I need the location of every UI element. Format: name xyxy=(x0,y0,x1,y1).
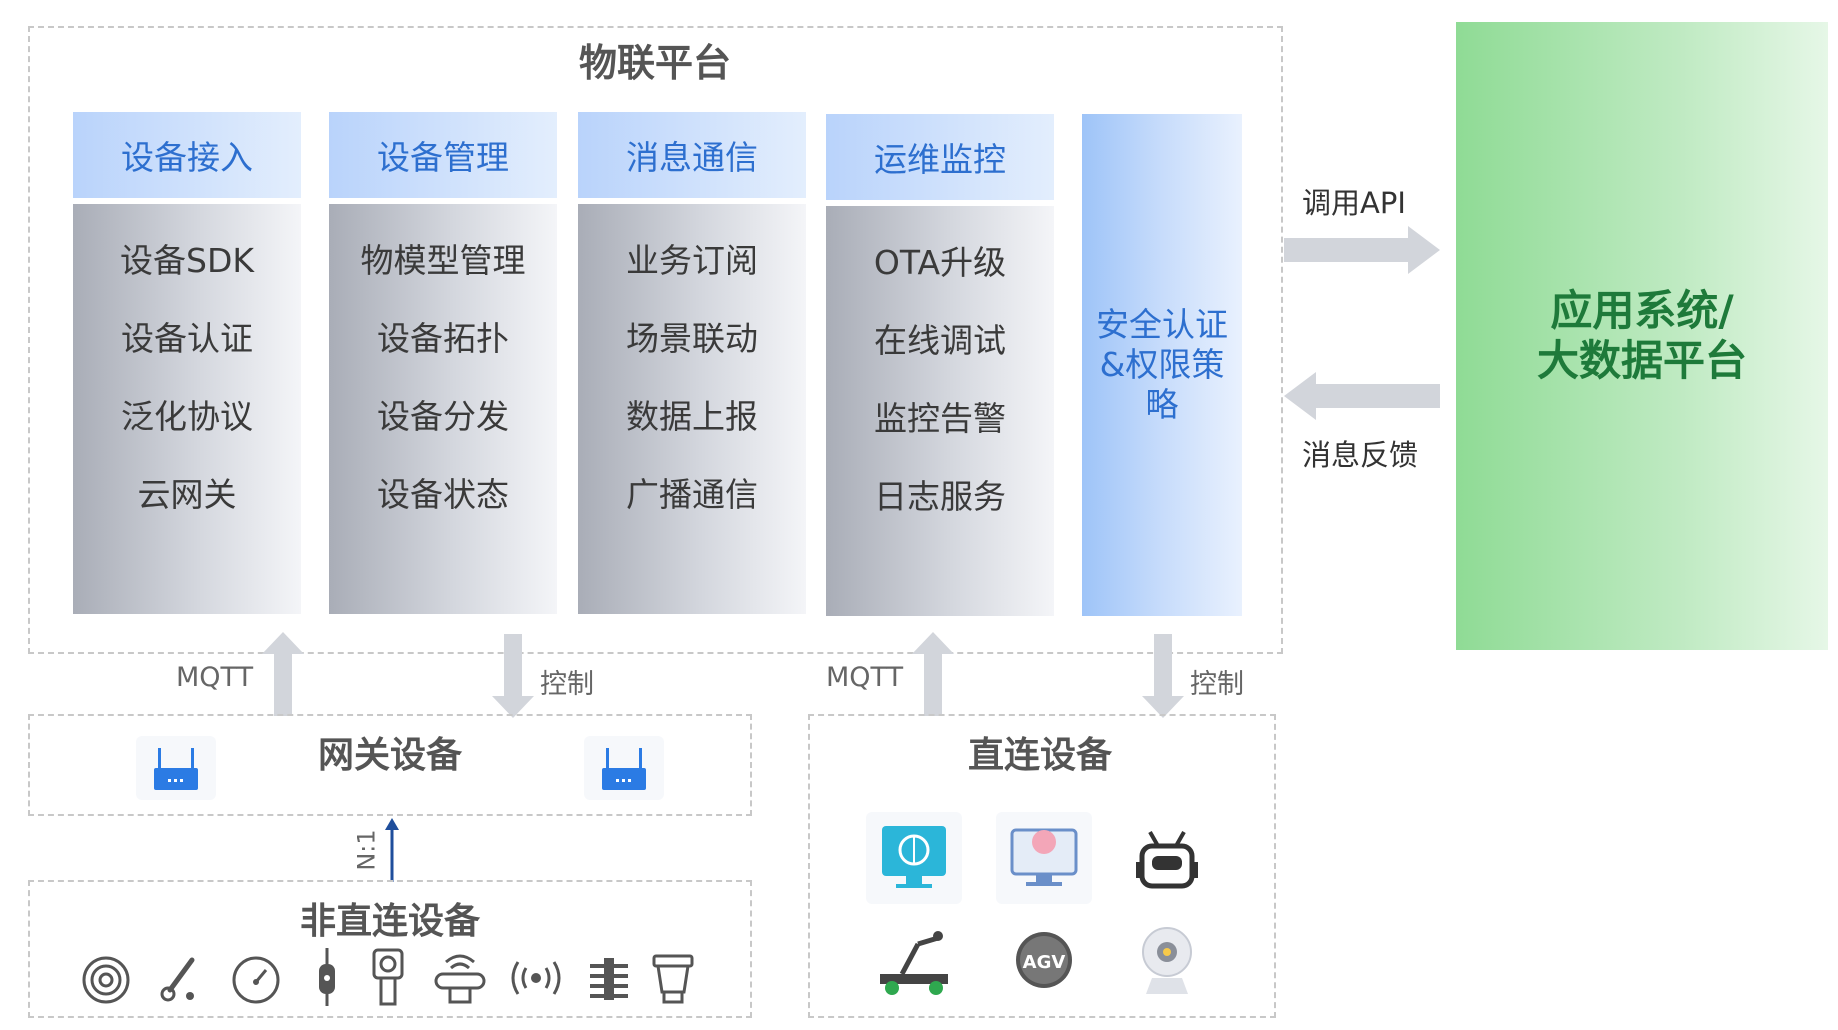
security-line-3: 略 xyxy=(1145,385,1179,424)
ai-brain-screen-icon xyxy=(866,812,962,904)
list-item: 广播通信 xyxy=(626,475,758,514)
down-arrow-icon xyxy=(492,634,534,718)
agv-icon: AGV xyxy=(996,918,1092,1002)
list-item: 日志服务 xyxy=(874,477,1006,516)
column-header-ops-monitoring: 运维监控 xyxy=(826,114,1054,200)
control-label-right: 控制 xyxy=(1190,669,1244,700)
security-line-1: 安全认证 xyxy=(1096,305,1228,344)
app-line-2: 大数据平台 xyxy=(1536,336,1747,385)
robot-head-icon xyxy=(1122,814,1212,904)
router-icon xyxy=(136,736,216,800)
list-item: 设备分发 xyxy=(377,397,509,436)
up-arrow-icon xyxy=(912,632,954,716)
iot-platform-container xyxy=(28,26,1283,654)
app-line-1: 应用系统/ xyxy=(1550,286,1734,335)
svg-text:AGV: AGV xyxy=(1023,952,1066,973)
call-api-label: 调用API xyxy=(1302,186,1406,220)
list-item: 业务订阅 xyxy=(626,241,758,280)
list-item: 监控告警 xyxy=(874,399,1006,438)
mqtt-label-left: MQTT xyxy=(176,662,254,693)
ai-monitor-icon xyxy=(996,812,1092,904)
gauge-icon xyxy=(232,956,280,1004)
router-icon xyxy=(584,736,664,800)
security-camera-icon xyxy=(1122,914,1212,1006)
list-item: 泛化协议 xyxy=(121,397,253,436)
list-item: 设备拓扑 xyxy=(377,319,509,358)
column-header-device-access: 设备接入 xyxy=(73,112,301,198)
direct-devices-box xyxy=(808,714,1276,1018)
list-item: 设备认证 xyxy=(121,319,253,358)
non-direct-devices-box xyxy=(28,880,752,1018)
gateway-devices-box xyxy=(28,714,752,816)
list-item: 数据上报 xyxy=(626,397,758,436)
list-item: 设备SDK xyxy=(120,241,254,280)
list-item: OTA升级 xyxy=(873,243,1007,282)
sensor-ring-icon xyxy=(82,956,130,1004)
list-item: 物模型管理 xyxy=(360,241,526,280)
list-item: 云网关 xyxy=(137,475,237,514)
column-body-messaging: 业务订阅 场景联动 数据上报 广播通信 xyxy=(578,204,806,614)
column-body-device-access: 设备SDK 设备认证 泛化协议 云网关 xyxy=(73,204,301,614)
down-arrow-icon xyxy=(1142,634,1184,718)
right-arrow-icon xyxy=(1284,226,1440,274)
non-direct-title: 非直连设备 xyxy=(299,901,480,942)
ratio-label: N:1 xyxy=(352,829,381,871)
left-arrow-icon xyxy=(1284,372,1440,420)
application-bigdata-panel: 应用系统/ 大数据平台 xyxy=(1456,22,1828,650)
up-thin-arrow-icon xyxy=(385,818,399,882)
security-line-2: &权限策 xyxy=(1099,345,1225,384)
column-header-messaging: 消息通信 xyxy=(578,112,806,198)
platform-title: 物联平台 xyxy=(578,41,731,85)
temperature-probe-icon xyxy=(160,957,195,1002)
heat-sink-icon xyxy=(590,958,628,1000)
control-label-left: 控制 xyxy=(540,669,594,700)
wireless-device-icon xyxy=(434,954,486,1004)
gas-detector-icon xyxy=(372,948,404,1006)
list-item: 场景联动 xyxy=(626,319,758,358)
broadcast-icon xyxy=(511,961,561,995)
mqtt-label-right: MQTT xyxy=(826,662,904,693)
up-arrow-icon xyxy=(262,632,304,716)
gateway-title: 网关设备 xyxy=(317,735,462,776)
list-item: 设备状态 xyxy=(377,475,509,514)
robotic-arm-vehicle-icon xyxy=(866,918,962,1002)
column-header-device-management: 设备管理 xyxy=(329,112,557,198)
column-body-ops-monitoring: OTA升级 在线调试 监控告警 日志服务 xyxy=(826,206,1054,616)
probe-sensor-icon xyxy=(319,948,335,1006)
smoke-detector-icon xyxy=(652,954,694,1004)
column-body-device-management: 物模型管理 设备拓扑 设备分发 设备状态 xyxy=(329,204,557,614)
list-item: 在线调试 xyxy=(874,321,1006,360)
direct-title: 直连设备 xyxy=(967,735,1112,776)
security-auth-column: 安全认证 &权限策 略 xyxy=(1082,114,1242,616)
message-feedback-label: 消息反馈 xyxy=(1302,438,1419,472)
